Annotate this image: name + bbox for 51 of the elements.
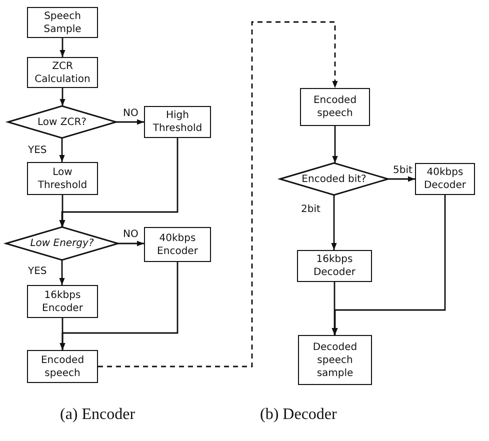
decision-diamond xyxy=(280,163,388,195)
node-text: Low Energy? xyxy=(30,237,94,250)
edge-label: NO xyxy=(122,229,140,240)
node-text: 40kbps Decoder xyxy=(422,166,468,192)
arrow xyxy=(331,195,337,250)
edge-label: YES xyxy=(27,145,48,156)
node-text: High Threshold xyxy=(152,109,204,135)
arrow xyxy=(332,195,446,335)
node-text: Encoded speech xyxy=(40,354,86,380)
process-box xyxy=(27,350,98,383)
node-text: Encoded speech xyxy=(312,94,358,120)
process-box xyxy=(27,162,98,195)
caption: (a) Encoder xyxy=(60,406,136,424)
node-text: ZCR Calculation xyxy=(34,60,92,86)
edge-label: 2bit xyxy=(300,204,322,215)
node-text: 40kbps Encoder xyxy=(156,232,199,258)
arrow xyxy=(60,38,66,57)
arrow xyxy=(118,240,144,246)
node-text: Low ZCR? xyxy=(38,116,86,128)
dashed-arrow xyxy=(98,21,338,368)
process-box xyxy=(27,57,98,88)
arrow xyxy=(332,126,338,163)
process-box xyxy=(27,285,98,318)
arrow xyxy=(59,138,65,162)
arrow xyxy=(388,176,415,182)
arrow xyxy=(332,282,338,335)
node-text: 16kbps Encoder xyxy=(41,288,84,314)
arrow xyxy=(60,262,178,350)
arrow xyxy=(59,260,65,285)
arrow xyxy=(59,138,178,227)
node-text: Speech Sample xyxy=(42,10,82,36)
node-text: Low Threshold xyxy=(36,166,88,192)
process-box xyxy=(415,163,475,195)
caption: (b) Decoder xyxy=(260,406,337,424)
process-box xyxy=(297,250,372,282)
arrow xyxy=(116,119,144,125)
edge-label: NO xyxy=(122,108,140,119)
node-text: Decoded speech sample xyxy=(312,340,358,380)
decision-diamond xyxy=(6,227,118,260)
node-text: Encoded bit? xyxy=(302,172,366,186)
process-box xyxy=(298,335,372,385)
node-text: 16kbps Decoder xyxy=(312,253,357,279)
arrow xyxy=(60,88,66,106)
process-box xyxy=(300,88,370,126)
edge-label: 5bit xyxy=(392,165,414,176)
decision-diamond xyxy=(8,106,116,138)
arrow xyxy=(60,195,66,227)
edge-label: YES xyxy=(27,266,48,277)
process-box xyxy=(27,7,98,38)
process-box xyxy=(144,227,211,262)
process-box xyxy=(144,106,211,138)
